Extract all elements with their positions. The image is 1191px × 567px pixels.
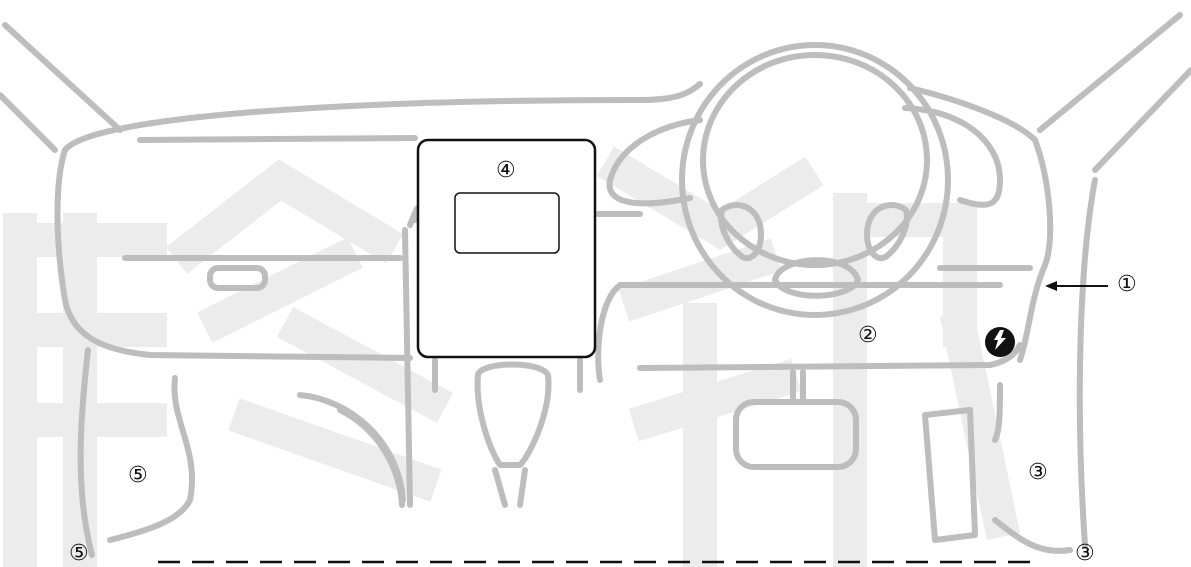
callout-3-lower: ③: [1075, 543, 1095, 565]
driver-dash-left: [598, 285, 620, 380]
callout-1: ①: [1117, 274, 1137, 296]
right-door-line: [1080, 180, 1095, 545]
ecu-label-window: [455, 193, 559, 253]
dashboard-top-seam: [140, 138, 415, 140]
steering-wheel: [682, 45, 948, 398]
glovebox-handle: [210, 268, 265, 288]
callout-4: ④: [496, 160, 516, 182]
callout-2: ②: [858, 325, 878, 347]
left-kick-panel: [110, 378, 192, 540]
callout-5-lower: ⑤: [69, 543, 89, 565]
shift-lever-base: [495, 470, 525, 505]
callout-3: ③: [1028, 462, 1048, 484]
shift-lever-boot: [478, 364, 549, 465]
right-a-pillar-inner: [1095, 70, 1191, 170]
arrow-left-icon: [1045, 281, 1108, 291]
left-a-pillar-inner: [0, 95, 55, 150]
right-a-pillar: [1040, 15, 1180, 130]
callout-5: ⑤: [128, 465, 148, 487]
driver-dash-right: [1020, 140, 1050, 360]
lock-bolt-icon: [985, 327, 1015, 357]
